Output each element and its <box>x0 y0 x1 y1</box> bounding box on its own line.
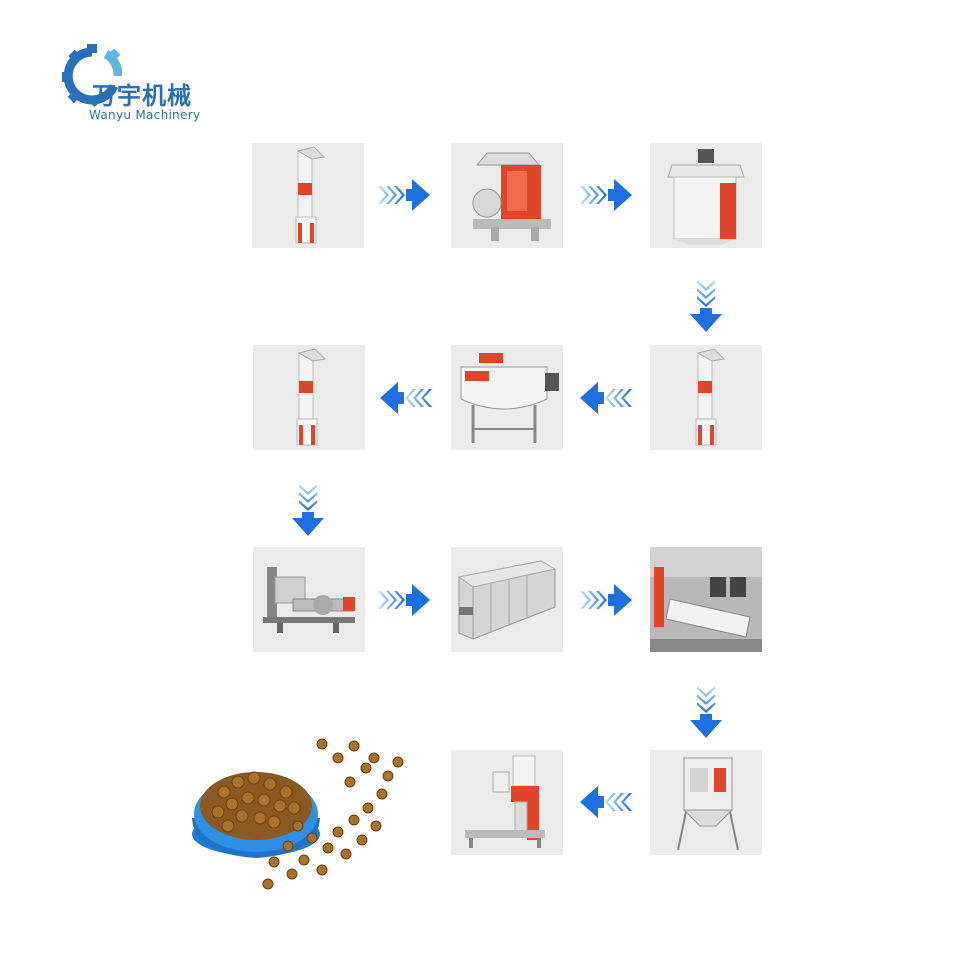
bucket-elevator-icon <box>695 348 726 446</box>
step-10-cooler <box>650 750 762 855</box>
logo-chinese-name: 万宇机械 <box>92 81 192 110</box>
dryer-icon <box>457 560 557 640</box>
arrow-left-3 <box>580 784 632 820</box>
extruder-icon <box>263 567 355 633</box>
step-8-dryer <box>451 547 563 652</box>
step-1-bucket-elevator <box>252 143 364 248</box>
step-9-coating-drum <box>650 547 762 652</box>
arrow-right-1 <box>378 177 430 213</box>
step-6-bucket-elevator <box>253 345 365 450</box>
bucket-elevator-icon <box>296 348 327 446</box>
step-3-dust-collector <box>650 143 762 248</box>
pet-food-bowl-icon <box>192 738 404 890</box>
arrow-right-3 <box>378 582 430 618</box>
step-2-hammer-mill <box>451 143 563 248</box>
logo-english-name: Wanyu Machinery <box>89 108 201 122</box>
hammer-mill-icon <box>472 152 551 241</box>
arrow-down-1 <box>688 280 724 332</box>
arrow-down-2 <box>290 484 326 536</box>
gear-logo-icon <box>62 44 122 105</box>
cooler-icon <box>677 757 739 851</box>
step-5-ribbon-mixer <box>451 345 563 450</box>
step-11-packing-machine <box>451 750 563 855</box>
step-7-extruder <box>253 547 365 652</box>
arrow-left-1 <box>380 380 432 416</box>
ribbon-mixer-icon <box>460 353 559 443</box>
step-4-bucket-elevator <box>650 345 762 450</box>
dust-collector-icon <box>667 149 745 245</box>
step-12-pet-food-bowl <box>178 722 428 892</box>
arrow-right-2 <box>580 177 632 213</box>
packing-machine-icon <box>465 755 545 848</box>
arrow-right-4 <box>580 582 632 618</box>
arrow-left-2 <box>580 380 632 416</box>
coating-drum-icon <box>650 547 762 652</box>
bucket-elevator-icon <box>295 146 326 244</box>
arrow-down-3 <box>688 686 724 738</box>
company-logo: 万宇机械 Wanyu Machinery <box>62 44 212 128</box>
